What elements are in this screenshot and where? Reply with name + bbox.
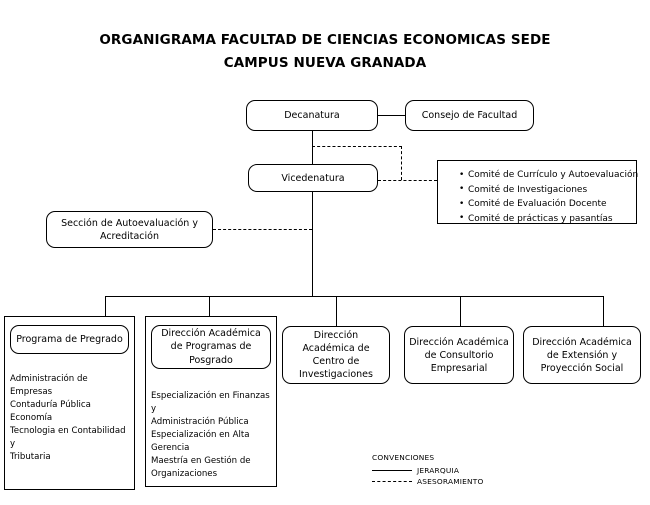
legend-conventions: CONVENCIONES JERARQUIA ASESORAMIENTO	[372, 452, 484, 487]
connector-drop-extension	[603, 296, 604, 326]
connector-dashed-vicedenatura-committees	[378, 180, 437, 181]
connector-drop-consultorio	[460, 296, 461, 326]
committee-item: Comité de Currículo y Autoevaluación	[459, 168, 638, 183]
unit-posgrado-title: Dirección Académica de Programas de Posg…	[161, 327, 261, 366]
unit-consultorio-empresarial-title: Dirección Académica de Consultorio Empre…	[409, 336, 509, 374]
connector-decanatura-vicedenatura	[312, 131, 313, 164]
connector-main-bus	[105, 296, 604, 297]
unit-centro-investigaciones-title: Dirección Académica de Centro de Investi…	[299, 330, 373, 380]
connector-dashed-seccion-trunk	[213, 229, 312, 230]
solid-line-icon	[372, 470, 412, 471]
connector-drop-posgrado	[209, 296, 210, 316]
unit-extension-proyeccion-title: Dirección Académica de Extensión y Proye…	[532, 336, 632, 374]
node-vicedenatura-label: Vicedenatura	[281, 172, 345, 184]
dashed-line-icon	[372, 481, 412, 482]
committee-list-box: Comité de Currículo y Autoevaluación Com…	[437, 160, 638, 227]
node-seccion-autoevaluacion[interactable]: Sección de Autoevaluación y Acreditación	[46, 211, 213, 248]
committee-item: Comité de Evaluación Docente	[459, 197, 627, 212]
connector-drop-pregrado	[105, 296, 106, 316]
node-decanatura-label: Decanatura	[284, 110, 340, 121]
committee-list: Comité de Currículo y Autoevaluación Com…	[449, 168, 638, 227]
unit-posgrado-program-list: Especialización en Finanzas y Administra…	[151, 391, 270, 479]
connector-dashed-decanatura-vertical	[401, 146, 402, 180]
committee-item: Comité de Investigaciones	[459, 182, 627, 198]
node-consejo-label: Consejo de Facultad	[421, 110, 518, 121]
node-vicedenatura[interactable]: Vicedenatura	[248, 164, 378, 192]
connector-drop-investigaciones	[336, 296, 337, 326]
node-seccion-label: Sección de Autoevaluación y Acreditación	[61, 217, 198, 242]
legend-title: CONVENCIONES	[372, 453, 435, 462]
page-title: ORGANIGRAMA FACULTAD DE CIENCIAS ECONOMI…	[0, 29, 650, 75]
unit-consultorio-empresarial[interactable]: Dirección Académica de Consultorio Empre…	[404, 326, 514, 384]
node-consejo-de-facultad[interactable]: Consejo de Facultad	[405, 100, 534, 131]
committee-item: Comité de prácticas y pasantías	[459, 211, 627, 227]
legend-label-jerarquia: JERARQUIA	[417, 466, 460, 475]
node-decanatura[interactable]: Decanatura	[246, 100, 378, 131]
legend-row-asesoramiento: ASESORAMIENTO	[372, 476, 484, 487]
unit-extension-proyeccion[interactable]: Dirección Académica de Extensión y Proye…	[523, 326, 641, 384]
unit-pregrado-header[interactable]: Programa de Pregrado	[10, 325, 129, 354]
unit-centro-investigaciones[interactable]: Dirección Académica de Centro de Investi…	[282, 326, 390, 384]
unit-posgrado-header[interactable]: Dirección Académica de Programas de Posg…	[151, 325, 271, 369]
page-title-line-2: CAMPUS NUEVA GRANADA	[223, 55, 427, 71]
unit-pregrado-program-list: Administración de Empresas Contaduría Pú…	[10, 374, 126, 462]
connector-vicedenatura-bus	[312, 192, 313, 296]
page-title-line-1: ORGANIGRAMA FACULTAD DE CIENCIAS ECONOMI…	[99, 32, 551, 48]
unit-pregrado-title: Programa de Pregrado	[16, 333, 123, 345]
connector-dashed-decanatura-horizontal	[312, 146, 402, 147]
legend-row-jerarquia: JERARQUIA	[372, 465, 484, 476]
connector-decanatura-consejo	[378, 115, 405, 116]
legend-label-asesoramiento: ASESORAMIENTO	[417, 477, 484, 486]
